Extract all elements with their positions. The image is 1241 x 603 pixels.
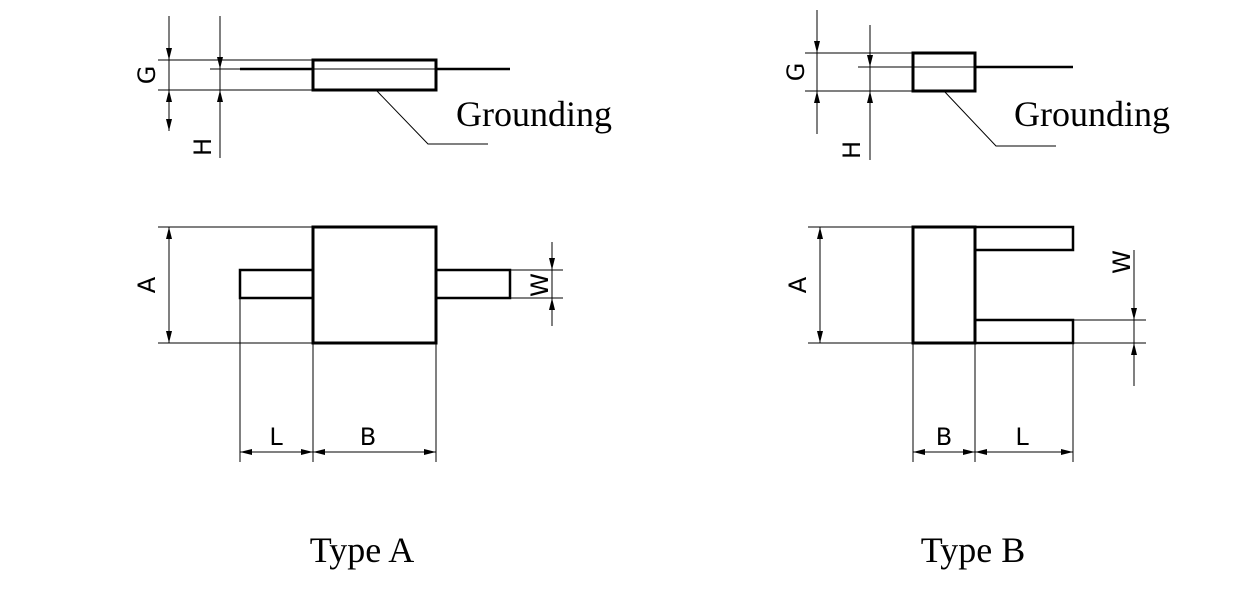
type-a-side-view: G H Grounding: [133, 16, 612, 158]
type-b-top-body: [911, 225, 977, 345]
type-a-grounding-leader: [375, 89, 488, 145]
type-b-dim-b: B: [936, 423, 952, 451]
type-a-side-body: [311, 58, 438, 92]
type-b-grounding-label: Grounding: [1014, 94, 1170, 134]
type-b-top-view: A W B L: [784, 225, 1146, 462]
type-a-dim-b: B: [360, 423, 376, 451]
type-a-top-lead-left: [238, 268, 315, 300]
type-a-top-body: [311, 225, 438, 345]
type-a-caption: Type A: [310, 530, 414, 570]
type-b-dim-g: G: [782, 63, 810, 82]
type-a-dim-a: A: [133, 276, 161, 293]
type-a-dim-h: H: [189, 138, 217, 156]
type-b-grounding-leader: [943, 90, 1056, 147]
type-a-dim-w: W: [526, 273, 554, 297]
type-a-dim-g: G: [133, 66, 161, 85]
type-b-caption: Type B: [921, 530, 1025, 570]
type-a-dim-l: L: [269, 423, 283, 451]
type-a-top-view: A W L B: [133, 225, 563, 462]
type-a-figure: G H Grounding A W: [133, 16, 612, 570]
type-b-dim-l: L: [1015, 423, 1029, 451]
type-b-dim-h: H: [838, 141, 866, 159]
type-b-side-body: [911, 51, 977, 93]
type-b-dim-w: W: [1108, 250, 1136, 274]
type-b-side-view: G H Grounding: [782, 10, 1170, 160]
type-b-top-lead-lower: [975, 318, 1075, 345]
type-b-dim-a: A: [784, 276, 812, 293]
type-a-top-lead-right: [434, 268, 512, 300]
type-b-figure: G H Grounding A W: [782, 10, 1170, 570]
type-b-top-lead-upper: [975, 225, 1075, 252]
type-a-grounding-label: Grounding: [456, 94, 612, 134]
